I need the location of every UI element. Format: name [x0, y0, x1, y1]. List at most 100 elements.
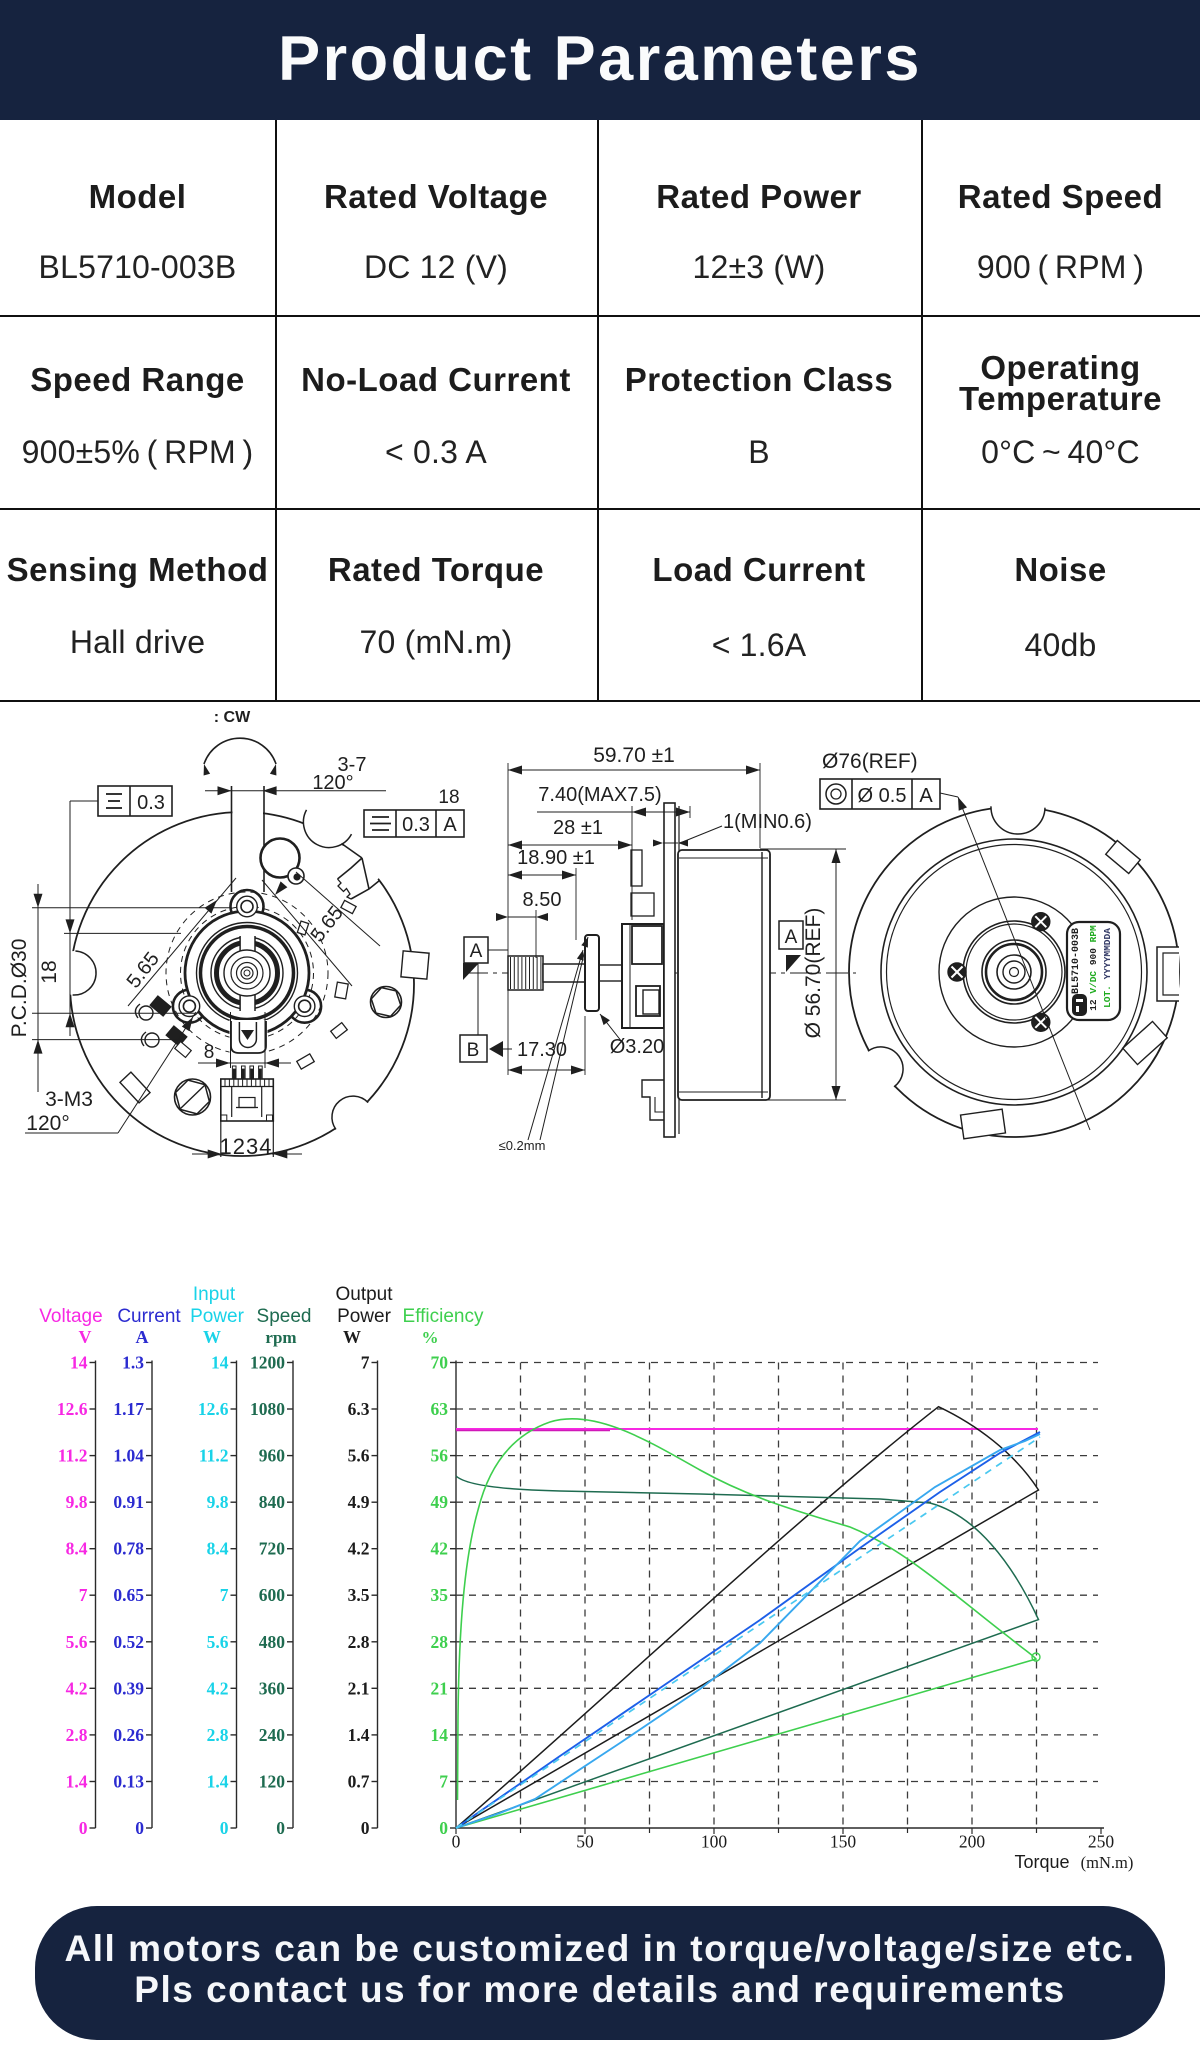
svg-text:6.3: 6.3 [348, 1399, 370, 1419]
svg-text:W: W [343, 1327, 361, 1347]
svg-text:0: 0 [439, 1818, 448, 1838]
svg-text:960: 960 [259, 1446, 286, 1466]
svg-text:(mN.m): (mN.m) [1081, 1853, 1134, 1872]
svg-text:840: 840 [259, 1492, 286, 1512]
svg-text:21: 21 [431, 1678, 449, 1698]
svg-text:240: 240 [259, 1725, 286, 1745]
svg-text:600: 600 [259, 1585, 286, 1605]
svg-text:0: 0 [79, 1818, 88, 1838]
svg-text:7.40(MAX7.5): 7.40(MAX7.5) [538, 784, 661, 806]
svg-text:1.04: 1.04 [113, 1446, 144, 1466]
svg-text:360: 360 [259, 1678, 286, 1698]
svg-text:28: 28 [431, 1632, 449, 1652]
svg-text:0.7: 0.7 [348, 1772, 370, 1792]
svg-text:8.4: 8.4 [207, 1539, 229, 1559]
svg-text:2.1: 2.1 [348, 1678, 370, 1698]
svg-text:1.4: 1.4 [66, 1772, 88, 1792]
svg-text:1.4: 1.4 [207, 1772, 229, 1792]
svg-text:14: 14 [70, 1353, 88, 1373]
svg-text:Ø3.20: Ø3.20 [610, 1036, 664, 1058]
svg-text:rpm: rpm [265, 1328, 296, 1347]
svg-text:V: V [79, 1327, 92, 1347]
svg-text:1.17: 1.17 [113, 1399, 144, 1419]
svg-text:11.2: 11.2 [199, 1446, 229, 1466]
svg-text:120°: 120° [312, 772, 353, 794]
svg-text:150: 150 [830, 1832, 857, 1852]
svg-text:1234: 1234 [220, 1134, 273, 1159]
svg-text:Voltage: Voltage [39, 1306, 102, 1327]
svg-text:7: 7 [439, 1772, 448, 1792]
svg-text:5.6: 5.6 [66, 1632, 88, 1652]
svg-text:200: 200 [959, 1832, 986, 1852]
svg-text:A: A [443, 814, 457, 836]
svg-text:59.70 ±1: 59.70 ±1 [593, 744, 675, 767]
svg-text:0.26: 0.26 [113, 1725, 144, 1745]
svg-text:A: A [470, 941, 483, 962]
svg-text:7: 7 [79, 1585, 88, 1605]
svg-text:2.8: 2.8 [66, 1725, 88, 1745]
svg-text:W: W [203, 1327, 221, 1347]
svg-text:1200: 1200 [250, 1353, 285, 1373]
svg-text:7: 7 [361, 1353, 370, 1373]
svg-text:12.6: 12.6 [57, 1399, 88, 1419]
svg-text:120: 120 [259, 1772, 286, 1792]
svg-text:Speed: Speed [257, 1306, 312, 1327]
svg-text:9.8: 9.8 [66, 1492, 88, 1512]
svg-text:18: 18 [38, 960, 61, 983]
svg-text:Current: Current [117, 1306, 181, 1327]
svg-text:4.2: 4.2 [207, 1678, 229, 1698]
svg-text:A: A [919, 785, 933, 807]
svg-text:B: B [467, 1040, 480, 1061]
svg-text:4.2: 4.2 [66, 1678, 88, 1698]
svg-text:LOT. YYYYMMDDA: LOT. YYYYMMDDA [1102, 928, 1113, 1008]
svg-text:18.90 ±1: 18.90 ±1 [517, 847, 595, 869]
svg-text:4.9: 4.9 [348, 1492, 370, 1512]
svg-text:56: 56 [431, 1446, 449, 1466]
svg-text:11.2: 11.2 [58, 1446, 88, 1466]
svg-text:28 ±1: 28 ±1 [553, 817, 603, 839]
svg-text:35: 35 [431, 1585, 449, 1605]
svg-text:0.39: 0.39 [113, 1678, 144, 1698]
svg-text:0.3: 0.3 [137, 792, 165, 814]
svg-text:A: A [136, 1327, 149, 1347]
svg-text:Input: Input [193, 1284, 236, 1305]
svg-text:14: 14 [211, 1353, 229, 1373]
svg-text:0.65: 0.65 [113, 1585, 144, 1605]
svg-text:0: 0 [276, 1818, 285, 1838]
svg-text:42: 42 [431, 1539, 449, 1559]
svg-text:8.4: 8.4 [66, 1539, 88, 1559]
svg-text:Ø 56.70(REF): Ø 56.70(REF) [802, 908, 825, 1039]
svg-text:4.2: 4.2 [348, 1539, 370, 1559]
svg-text:0.52: 0.52 [113, 1632, 144, 1652]
svg-text:0: 0 [135, 1818, 144, 1838]
svg-text:1080: 1080 [250, 1399, 285, 1419]
svg-text:7: 7 [220, 1585, 229, 1605]
svg-text:49: 49 [431, 1492, 449, 1512]
svg-text:14: 14 [431, 1725, 449, 1745]
svg-text:≤0.2mm: ≤0.2mm [499, 1138, 546, 1153]
svg-text:250: 250 [1088, 1832, 1115, 1852]
svg-text:70: 70 [431, 1353, 449, 1373]
svg-text:1(MIN0.6): 1(MIN0.6) [723, 811, 812, 833]
svg-text:18: 18 [438, 787, 459, 808]
svg-text:%: % [422, 1328, 439, 1347]
svg-text:Torque: Torque [1014, 1852, 1069, 1872]
svg-text:480: 480 [259, 1632, 286, 1652]
svg-text:0.78: 0.78 [113, 1539, 144, 1559]
svg-text:50: 50 [576, 1832, 594, 1852]
svg-text:Power: Power [190, 1306, 245, 1327]
svg-text:100: 100 [701, 1832, 728, 1852]
svg-text:3-7: 3-7 [338, 754, 367, 776]
svg-text:1.3: 1.3 [122, 1353, 144, 1373]
svg-text:P.C.D.Ø30: P.C.D.Ø30 [8, 939, 31, 1038]
svg-text:Ø76(REF): Ø76(REF) [822, 750, 918, 773]
svg-text:1.4: 1.4 [348, 1725, 370, 1745]
svg-text:: CW: : CW [214, 709, 251, 726]
svg-text:0: 0 [220, 1818, 229, 1838]
svg-text:17.30: 17.30 [517, 1039, 567, 1061]
svg-text:3-M3: 3-M3 [45, 1088, 93, 1111]
svg-text:0.91: 0.91 [113, 1492, 144, 1512]
svg-text:0: 0 [452, 1832, 461, 1852]
svg-text:12 V/DC 900 RPM: 12 V/DC 900 RPM [1088, 925, 1099, 1011]
svg-text:720: 720 [259, 1539, 286, 1559]
